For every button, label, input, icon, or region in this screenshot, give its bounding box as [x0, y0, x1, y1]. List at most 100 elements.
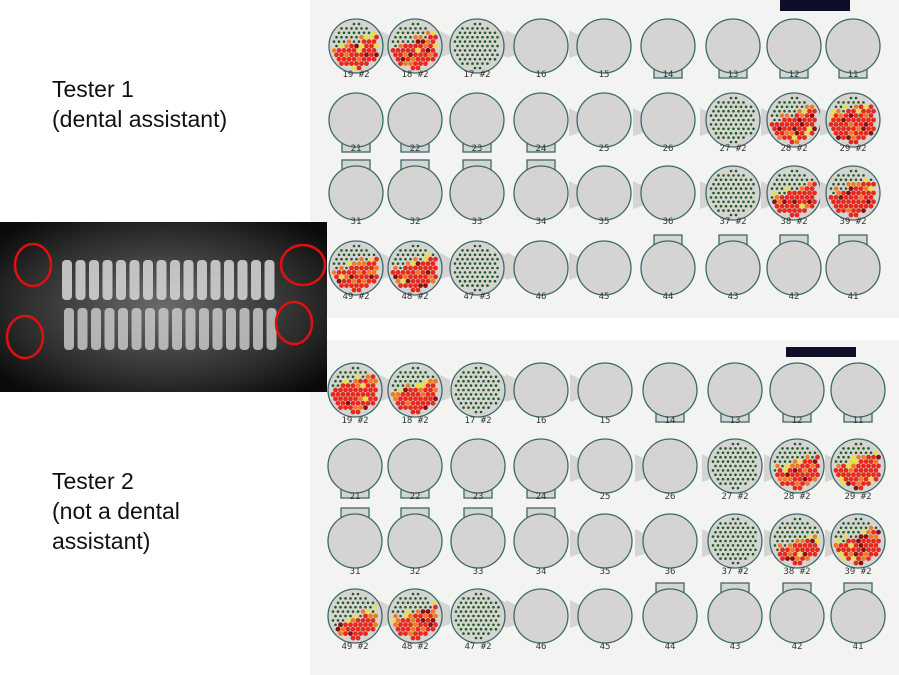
- measurement-dot: [364, 371, 367, 374]
- measurement-dot: [734, 123, 738, 126]
- measurement-dot: [428, 274, 433, 280]
- measurement-dot: [482, 623, 485, 627]
- measurement-dot: [876, 454, 881, 460]
- measurement-dot: [851, 126, 856, 132]
- measurement-dot: [478, 244, 482, 248]
- measurement-dot: [722, 127, 725, 131]
- measurement-dot: [859, 517, 863, 521]
- measurement-dot: [491, 35, 494, 39]
- tooth-48: 48 #2: [387, 240, 450, 302]
- measurement-dot: [466, 249, 469, 252]
- measurement-dot: [831, 126, 836, 132]
- measurement-dot: [788, 182, 791, 186]
- measurement-dot: [487, 388, 490, 392]
- measurement-dot: [463, 49, 467, 52]
- measurement-dot: [415, 392, 421, 397]
- tooth-label: 11: [853, 416, 864, 426]
- measurement-dot: [803, 451, 807, 455]
- measurement-dot: [734, 213, 738, 217]
- measurement-dot: [463, 40, 467, 43]
- measurement-dot: [744, 522, 747, 525]
- measurement-dot: [416, 375, 420, 379]
- tooth-label: 26: [665, 492, 676, 502]
- tooth-label: 29 #2: [844, 492, 871, 502]
- measurement-dot: [815, 463, 820, 469]
- measurement-dot: [803, 535, 807, 538]
- measurement-dot: [838, 468, 844, 473]
- measurement-dot: [719, 178, 723, 182]
- measurement-dot: [851, 481, 856, 486]
- measurement-dot: [839, 105, 843, 109]
- tooth-label: 35: [600, 567, 611, 577]
- xray-upper-tooth: [210, 260, 221, 300]
- measurement-dot: [736, 477, 740, 481]
- measurement-dot: [496, 53, 499, 57]
- measurement-dot: [333, 396, 338, 402]
- measurement-dot: [841, 190, 846, 196]
- measurement-dot: [350, 635, 356, 641]
- measurement-dot: [413, 613, 418, 619]
- measurement-dot: [863, 177, 869, 182]
- measurement-dot: [734, 557, 737, 560]
- measurement-dot: [350, 35, 353, 39]
- tooth-label: 24: [536, 144, 547, 154]
- tooth-45: 45: [569, 240, 632, 302]
- measurement-dot: [346, 610, 350, 613]
- measurement-dot: [802, 109, 807, 114]
- measurement-dot: [479, 401, 483, 405]
- measurement-dot: [841, 481, 846, 486]
- measurement-dot: [430, 261, 436, 266]
- measurement-dot: [352, 253, 356, 257]
- measurement-dot: [344, 274, 349, 280]
- measurement-dot: [365, 400, 371, 406]
- measurement-dot: [751, 451, 755, 455]
- tooth-label: 22: [410, 144, 421, 154]
- measurement-dot: [493, 262, 497, 265]
- measurement-dot: [792, 199, 797, 205]
- measurement-dot: [458, 57, 462, 61]
- measurement-dot: [408, 613, 413, 619]
- measurement-dot: [453, 40, 457, 43]
- measurement-dot: [478, 262, 482, 265]
- measurement-dot: [352, 31, 356, 35]
- measurement-dot: [411, 601, 415, 605]
- measurement-dot: [862, 174, 865, 177]
- measurement-dot: [481, 249, 484, 252]
- measurement-dot: [403, 61, 408, 66]
- measurement-dot: [473, 31, 477, 35]
- measurement-dot: [487, 371, 490, 374]
- tooth-18: 18 #2: [387, 18, 450, 80]
- measurement-dot: [423, 61, 428, 66]
- measurement-dot: [828, 113, 834, 118]
- measurement-dot: [359, 257, 364, 262]
- measurement-dot: [414, 605, 417, 609]
- measurement-dot: [488, 49, 492, 52]
- measurement-dot: [359, 605, 362, 609]
- measurement-dot: [786, 522, 789, 525]
- measurement-dot: [456, 44, 459, 48]
- measurement-dot: [469, 619, 473, 622]
- measurement-dot: [790, 105, 794, 109]
- tooth-14: 14: [640, 18, 696, 80]
- measurement-dot: [800, 556, 805, 561]
- measurement-dot: [364, 43, 369, 49]
- measurement-dot: [712, 182, 715, 186]
- measurement-dot: [836, 135, 841, 141]
- measurement-dot: [734, 522, 737, 525]
- measurement-dot: [741, 469, 745, 472]
- measurement-dot: [790, 472, 795, 478]
- measurement-dot: [786, 539, 789, 543]
- measurement-dot: [749, 204, 753, 208]
- xray-lower-tooth: [64, 308, 74, 350]
- xray-upper-tooth: [264, 260, 275, 300]
- measurement-dot: [871, 529, 876, 535]
- measurement-dot: [747, 127, 750, 131]
- measurement-dot: [395, 400, 401, 406]
- measurement-dot: [454, 619, 458, 622]
- tooth-crown: [642, 362, 698, 418]
- measurement-dot: [391, 610, 395, 613]
- measurement-dot: [812, 181, 817, 187]
- measurement-dot: [477, 379, 480, 383]
- measurement-dot: [716, 535, 720, 538]
- measurement-dot: [866, 530, 871, 535]
